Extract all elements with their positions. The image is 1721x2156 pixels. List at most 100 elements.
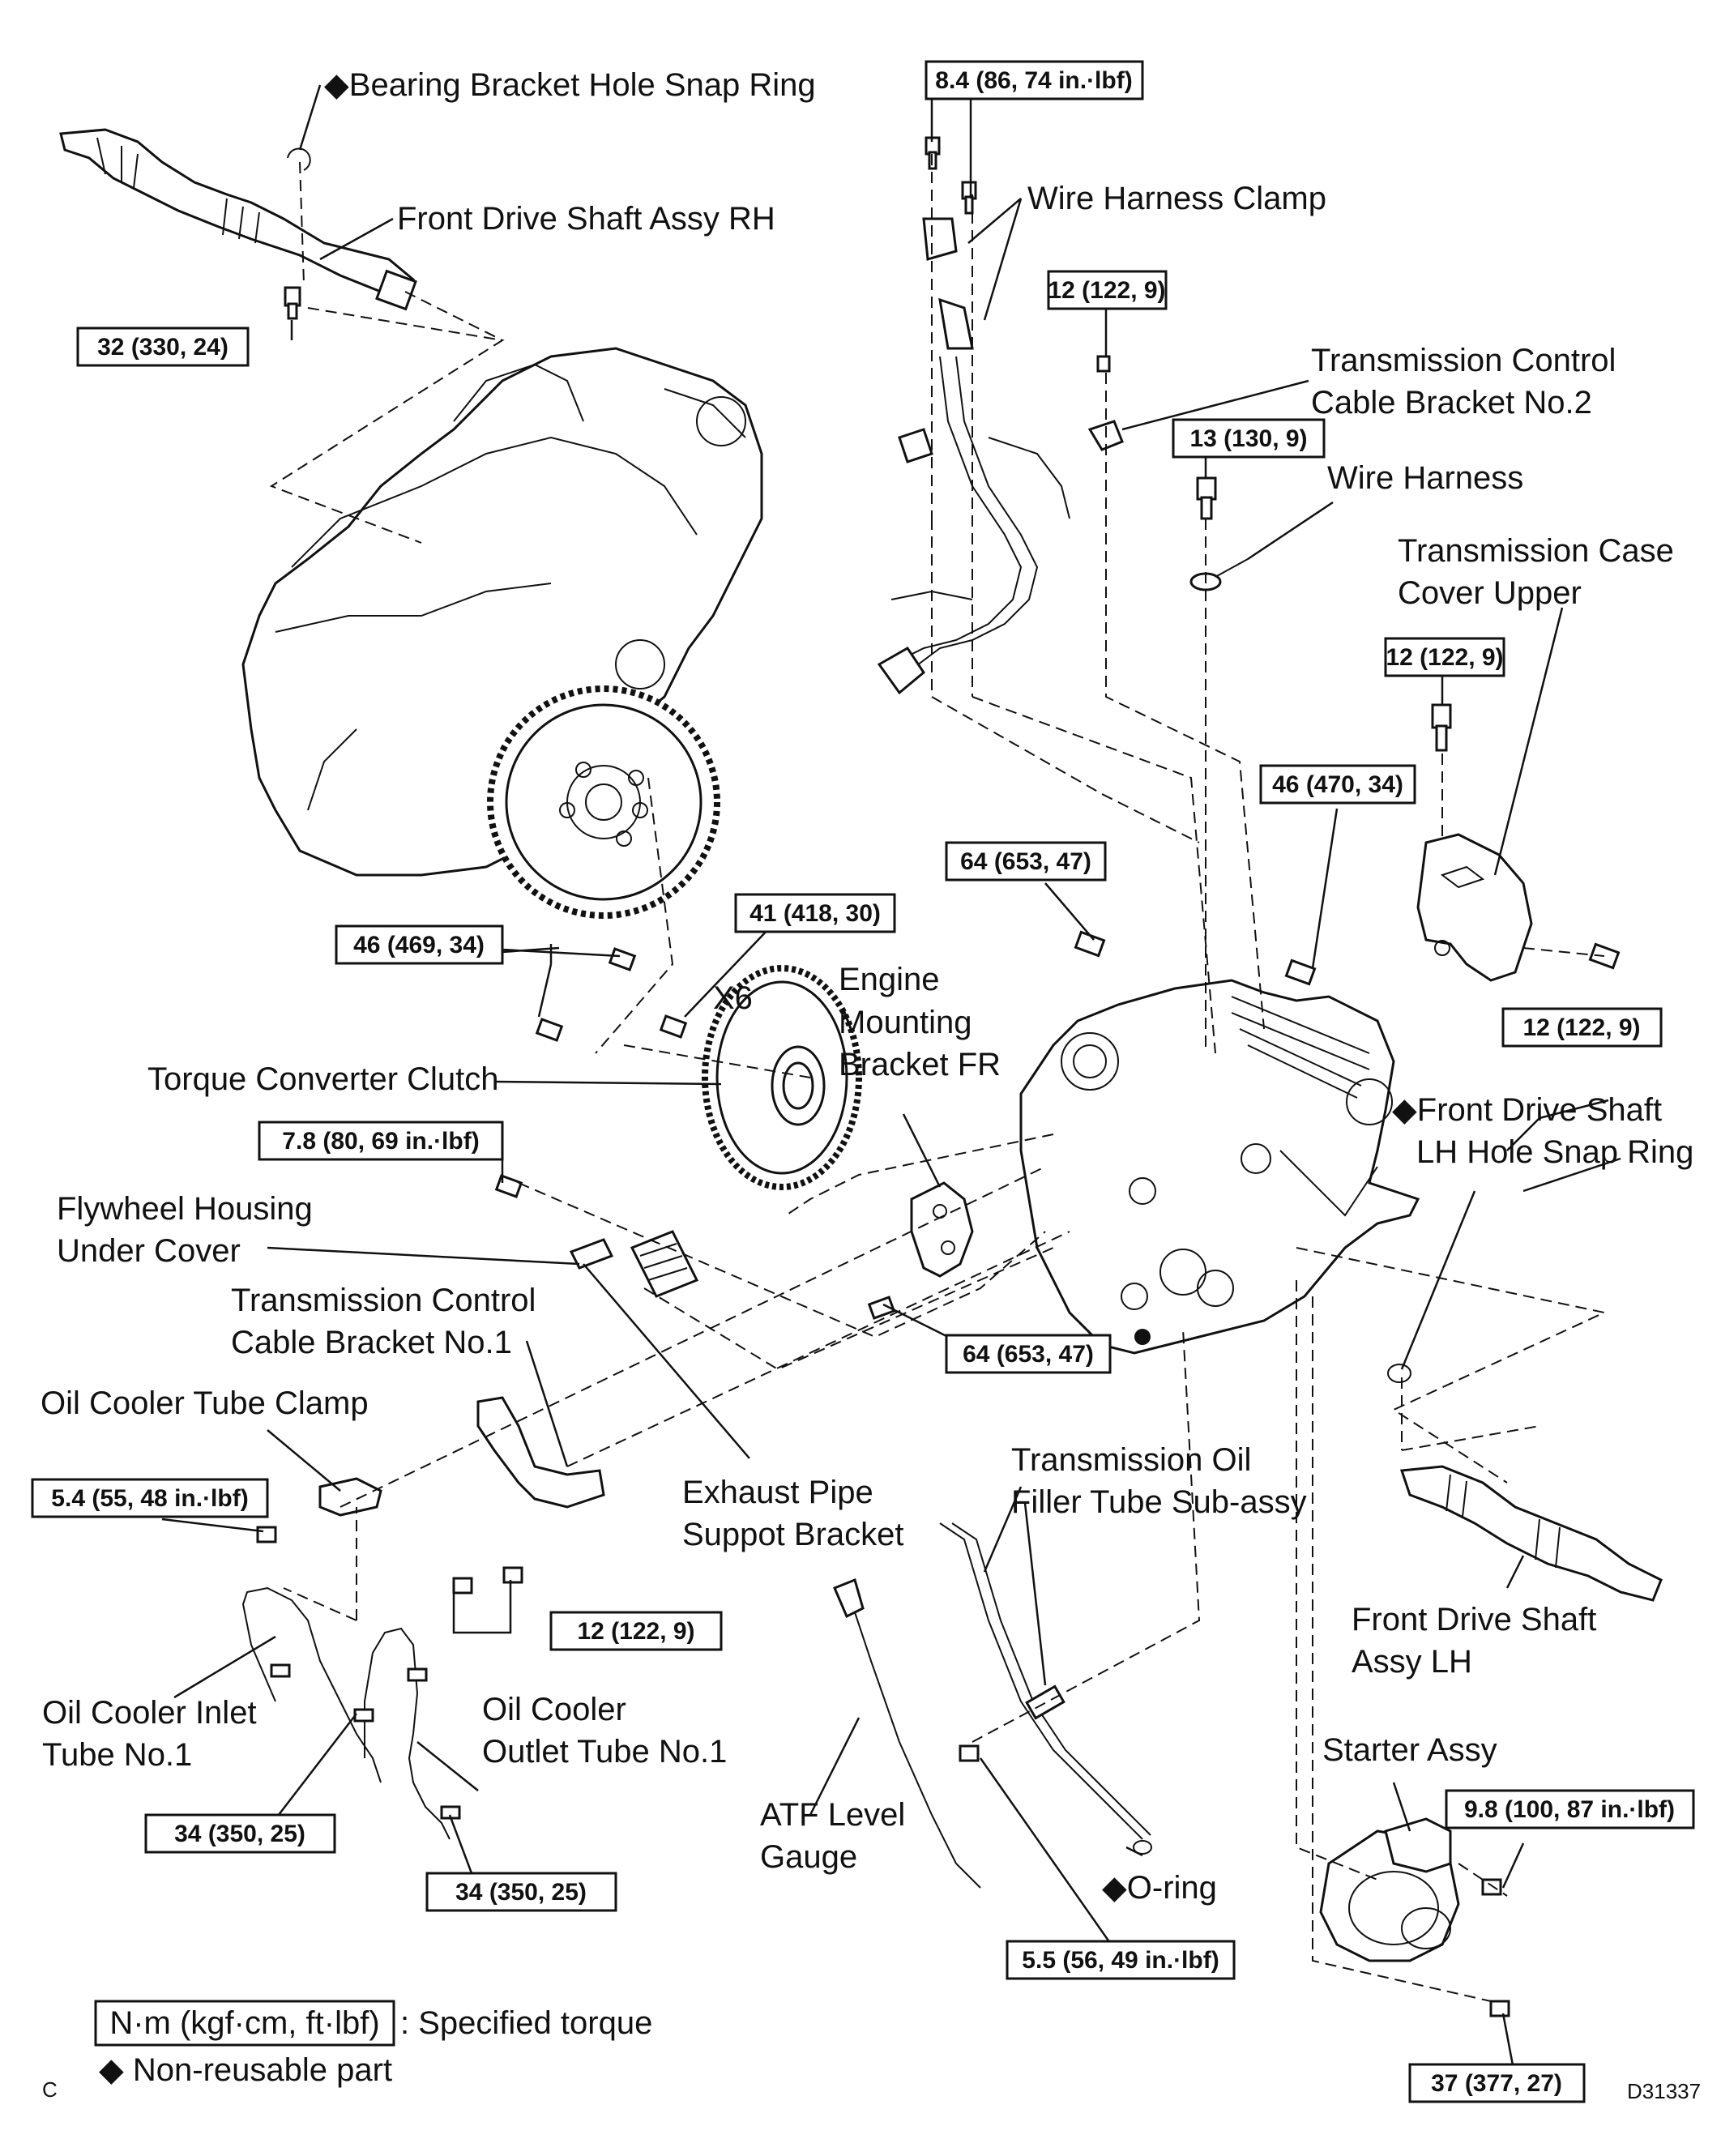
label-starter: Starter Assy [1322, 1732, 1497, 1768]
label-exhaust-line1: Exhaust Pipe [682, 1475, 873, 1510]
label-engine-mount-line1: Engine [839, 962, 940, 997]
torque-box-12-cover [1384, 637, 1505, 677]
torque-box-34-b [425, 1872, 617, 1912]
assembly-dashed-lines [269, 154, 1608, 2002]
transmission-case-cover-upper [1416, 703, 1533, 982]
torque-box-5-5 [1006, 1940, 1236, 1980]
torque-46-469: 46 (469, 34) [353, 932, 485, 958]
label-wire-harness: Wire Harness [1327, 460, 1523, 496]
flywheel-under-cover [569, 1230, 699, 1298]
diagram-code: D31337 [1627, 2079, 1701, 2103]
legend-unit-text: N·m (kgf·cm, ft·lbf) [109, 2005, 379, 2041]
label-outlet-line1: Oil Cooler [482, 1692, 626, 1727]
torque-converter [702, 965, 862, 1190]
label-outlet-line2: Outlet Tube No.1 [482, 1734, 727, 1770]
flywheel [487, 685, 720, 919]
label-wire-harness-clamp: Wire Harness Clamp [1027, 181, 1326, 216]
label-filler-line1: Transmission Oil [1011, 1442, 1251, 1478]
torque-box-32 [76, 327, 250, 367]
legend-unit-box [94, 2000, 395, 2047]
torque-box-12-bottom [549, 1611, 723, 1651]
oil-cooler-tube-clamp [318, 1477, 382, 1517]
label-front-drive-shaft-rh: Front Drive Shaft Assy RH [397, 201, 775, 237]
label-fds-lh-snap-line1: ◆Front Drive Shaft [1392, 1092, 1662, 1128]
torque-box-7-8 [258, 1121, 504, 1161]
torque-12-right: 12 (122, 9) [1522, 1014, 1640, 1041]
transaxle-case [1019, 979, 1420, 1355]
label-flywheel-cover-line2: Under Cover [57, 1233, 241, 1269]
torque-12-cover: 12 (122, 9) [1386, 644, 1503, 671]
torque-box-12-right [1501, 1007, 1663, 1048]
torque-box-13 [1172, 418, 1326, 459]
torque-12-top: 12 (122, 9) [1048, 277, 1165, 304]
torque-box-9-8 [1445, 1789, 1695, 1829]
torque-8-4: 8.4 (86, 74 in.·lbf) [935, 67, 1132, 94]
legend: N·m (kgf·cm, ft·lbf) : Specified torque … [42, 2000, 1701, 2103]
label-x6: X6 [713, 980, 753, 1016]
torque-32: 32 (330, 24) [97, 334, 228, 361]
label-fds-lh-line2: Assy LH [1352, 1644, 1472, 1680]
legend-non-reusable: ◆ Non-reusable part [99, 2052, 392, 2088]
front-drive-shaft-rh [59, 128, 417, 311]
label-engine-mount-line2: Mounting [839, 1005, 972, 1040]
torque-box-46-469 [335, 924, 504, 965]
transmission-oil-filler-tube [939, 1522, 1152, 1855]
torque-7-8: 7.8 (80, 69 in.·lbf) [282, 1128, 479, 1155]
label-oil-cooler-clamp: Oil Cooler Tube Clamp [41, 1385, 369, 1421]
torque-box-37 [1408, 2063, 1586, 2103]
torque-9-8: 9.8 (100, 87 in.·lbf) [1464, 1796, 1675, 1823]
engine-mounting-bracket-fr [910, 1181, 974, 1278]
oil-cooler-tubes [241, 1586, 461, 1840]
torque-34-a: 34 (350, 25) [174, 1821, 305, 1847]
legend-specified-torque: : Specified torque [400, 2005, 652, 2041]
label-inlet-line2: Tube No.1 [42, 1737, 192, 1773]
label-exhaust-line2: Suppot Bracket [682, 1517, 904, 1552]
label-inlet-line1: Oil Cooler Inlet [42, 1695, 257, 1731]
torque-box-64-top [945, 841, 1107, 882]
wire-harness-terminal [1189, 476, 1249, 591]
torque-5-4: 5.4 (55, 48 in.·lbf) [51, 1485, 248, 1512]
starter-assy [1319, 1817, 1460, 1962]
fds-lh-snap-ring [1387, 1364, 1411, 1383]
label-fds-lh-snap-line2: LH Hole Snap Ring [1416, 1134, 1693, 1170]
label-fds-lh-line1: Front Drive Shaft [1352, 1602, 1596, 1637]
bearing-snap-ring [287, 147, 311, 171]
label-bearing-snap-ring: ◆Bearing Bracket Hole Snap Ring [324, 67, 816, 103]
label-case-cover-line2: Cover Upper [1398, 575, 1582, 611]
engine-block [241, 347, 763, 877]
atf-level-gauge [833, 1578, 981, 1889]
torque-box-5-4 [31, 1478, 269, 1518]
corner-letter: C [42, 2077, 58, 2102]
torque-specs: 8.4 (86, 74 in.·lbf) 32 (330, 24) 12 (12… [31, 60, 1695, 2103]
torque-13: 13 (130, 9) [1189, 425, 1307, 452]
torque-5-5: 5.5 (56, 49 in.·lbf) [1022, 1947, 1219, 1974]
bolt-rh-shaft [284, 286, 301, 320]
label-torque-converter: Torque Converter Clutch [147, 1061, 499, 1097]
label-tcc-bracket1-line1: Transmission Control [231, 1283, 536, 1318]
bolts-harness-clamp [925, 136, 977, 215]
wire-harness-assembly [877, 217, 1070, 695]
label-case-cover-line1: Transmission Case [1398, 533, 1674, 569]
label-oring: ◆O-ring [1102, 1870, 1217, 1906]
label-flywheel-cover-line1: Flywheel Housing [57, 1191, 313, 1227]
label-tcc-bracket2-line2: Cable Bracket No.2 [1311, 385, 1592, 421]
misc-bolts [256, 930, 1621, 2017]
torque-41: 41 (418, 30) [749, 900, 881, 927]
torque-box-64-bottom [945, 1334, 1112, 1374]
torque-box-46-470 [1259, 764, 1416, 805]
torque-box-12-top [1047, 270, 1168, 310]
label-tcc-bracket2-line1: Transmission Control [1311, 343, 1616, 378]
torque-box-34-a [144, 1813, 336, 1854]
label-atf-line1: ATF Level [760, 1797, 905, 1833]
torque-46-470: 46 (470, 34) [1272, 771, 1403, 798]
label-tcc-bracket1-line2: Cable Bracket No.1 [231, 1325, 512, 1360]
torque-12-bottom: 12 (122, 9) [577, 1618, 694, 1645]
tcc-bracket-no1 [476, 1396, 605, 1509]
torque-64-bottom: 64 (653, 47) [963, 1341, 1094, 1368]
part-labels: ◆Bearing Bracket Hole Snap Ring Front Dr… [41, 67, 1693, 1906]
torque-64-top: 64 (653, 47) [960, 848, 1091, 875]
torque-box-41 [734, 893, 896, 933]
torque-box-8-4 [925, 60, 1144, 100]
label-atf-line2: Gauge [760, 1839, 857, 1875]
